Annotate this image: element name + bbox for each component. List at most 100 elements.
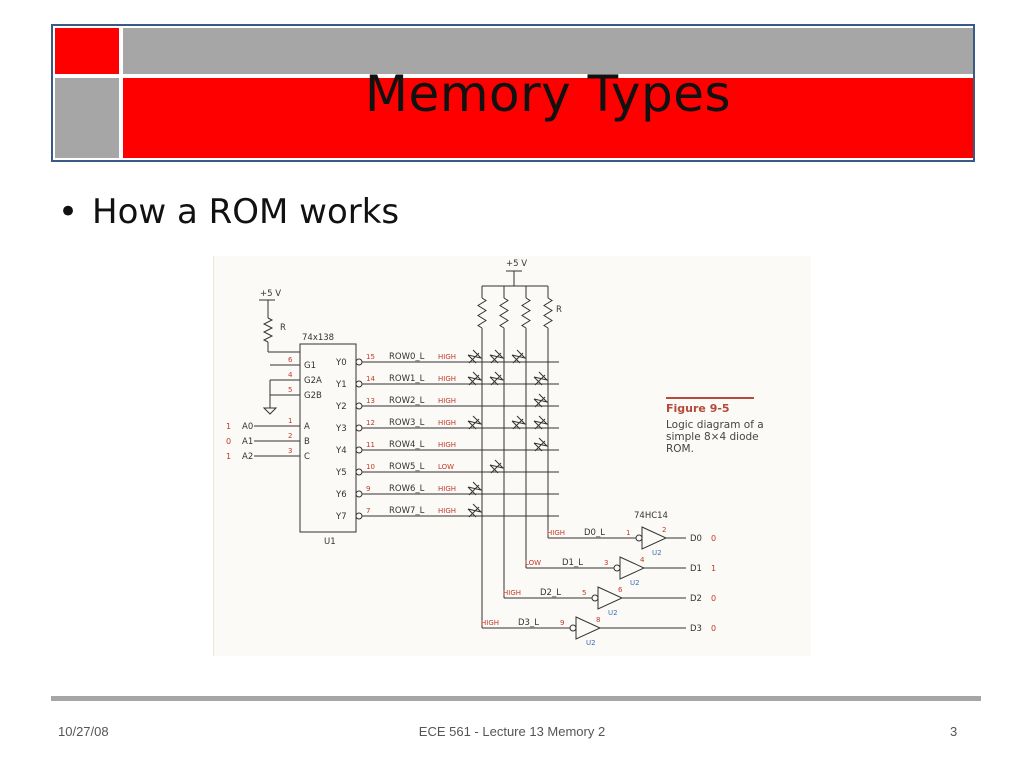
address-pin-number: 3	[288, 447, 292, 455]
buffer-out-pin: 8	[596, 616, 600, 624]
diode-icon	[467, 371, 483, 386]
row-signal-label: ROW5_L	[389, 462, 425, 472]
decoder-output-name: Y4	[335, 446, 347, 456]
buffer-bubble-icon	[635, 534, 643, 542]
row-signal-label: ROW4_L	[389, 440, 425, 450]
buffer-bubble-icon	[569, 624, 577, 632]
buffer-level-label: HIGH	[503, 589, 521, 597]
column-resistor-icon	[477, 297, 487, 329]
address-input-value: 1	[226, 422, 231, 431]
matrix-vcc-label: +5 V	[506, 259, 527, 269]
buffer-signal-label: D2_L	[540, 588, 561, 598]
row-level-label: HIGH	[438, 397, 456, 405]
row-signal-label: ROW3_L	[389, 418, 425, 428]
column-resistor-icon	[543, 297, 553, 329]
data-output-label: D1	[690, 564, 702, 574]
row-level-label: LOW	[438, 463, 454, 471]
output-bubble-icon	[355, 446, 363, 454]
footer-rule	[51, 696, 981, 701]
decoder-output-name: Y2	[335, 402, 347, 412]
output-bubble-icon	[355, 424, 363, 432]
diode-icon	[533, 415, 549, 430]
data-output-label: D3	[690, 624, 702, 634]
footer-date: 10/27/08	[58, 724, 109, 739]
decoder-output-name: Y0	[335, 358, 347, 368]
address-input-signal: A1	[242, 437, 253, 447]
row-signal-label: ROW6_L	[389, 484, 425, 494]
buffer-signal-label: D3_L	[518, 618, 539, 628]
bullet-item: • How a ROM works	[58, 190, 399, 234]
output-bubble-icon	[355, 512, 363, 520]
banner-title-band	[123, 78, 973, 158]
enable-pin-name: G1	[304, 361, 316, 371]
footer-course: ECE 561 - Lecture 13 Memory 2	[418, 724, 606, 739]
inverter-part-label: 74HC14	[634, 511, 668, 521]
decoder-resistor-label: R	[280, 323, 286, 333]
row-pin-number: 14	[366, 375, 375, 383]
decoder-resistor-icon	[262, 317, 274, 343]
bullet-text: How a ROM works	[92, 192, 400, 232]
decoder-ref-label: U1	[324, 537, 336, 547]
buffer-out-pin: 2	[662, 526, 666, 534]
output-bubble-icon	[355, 490, 363, 498]
data-output-label: D2	[690, 594, 702, 604]
enable-pin-number: 4	[288, 371, 293, 379]
slide-title: Memory Types	[364, 65, 732, 123]
row-pin-number: 13	[366, 397, 375, 405]
buffer-signal-label: D0_L	[584, 528, 605, 538]
ground-icon	[262, 407, 278, 415]
diode-icon	[467, 349, 483, 364]
diode-icon	[489, 371, 505, 386]
column-resistor-icon	[521, 297, 531, 329]
buffer-in-pin: 5	[582, 589, 586, 597]
figure-caption-title: Figure 9-5	[666, 402, 730, 415]
buffer-ref-label: U2	[608, 609, 618, 617]
row-pin-number: 7	[366, 507, 370, 515]
diode-icon	[533, 371, 549, 386]
decoder-output-name: Y5	[335, 468, 347, 478]
row-signal-label: ROW0_L	[389, 352, 425, 362]
decoder-part-label: 74x138	[302, 333, 334, 343]
buffer-in-pin: 1	[626, 529, 630, 537]
buffer-level-label: HIGH	[547, 529, 565, 537]
buffer-level-label: LOW	[525, 559, 541, 567]
enable-pin-name: G2B	[304, 391, 322, 401]
buffer-level-label: HIGH	[481, 619, 499, 627]
bullet-dot-icon: •	[58, 192, 79, 232]
row-level-label: HIGH	[438, 485, 456, 493]
row-level-label: HIGH	[438, 375, 456, 383]
diode-icon	[533, 437, 549, 452]
diode-icon	[511, 349, 527, 364]
buffer-out-pin: 4	[640, 556, 645, 564]
data-output-value: 0	[711, 534, 716, 543]
banner-corner-red	[55, 28, 119, 74]
row-signal-label: ROW1_L	[389, 374, 425, 384]
row-pin-number: 15	[366, 353, 375, 361]
data-output-value: 0	[711, 594, 716, 603]
buffer-ref-label: U2	[630, 579, 640, 587]
row-pin-number: 10	[366, 463, 375, 471]
diode-icon	[467, 503, 483, 518]
address-pin-name: B	[304, 437, 310, 447]
buffer-signal-label: D1_L	[562, 558, 583, 568]
row-pin-number: 11	[366, 441, 375, 449]
output-bubble-icon	[355, 402, 363, 410]
output-bubble-icon	[355, 468, 363, 476]
data-output-value: 0	[711, 624, 716, 633]
output-bubble-icon	[355, 358, 363, 366]
row-level-label: HIGH	[438, 441, 456, 449]
output-bubble-icon	[355, 380, 363, 388]
diode-icon	[511, 415, 527, 430]
address-input-value: 1	[226, 452, 231, 461]
decoder-output-name: Y3	[335, 424, 347, 434]
data-output-label: D0	[690, 534, 702, 544]
buffer-ref-label: U2	[586, 639, 596, 647]
row-level-label: HIGH	[438, 507, 456, 515]
diode-icon	[467, 415, 483, 430]
title-banner: Memory Types	[51, 24, 975, 162]
decoder-output-name: Y6	[335, 490, 347, 500]
decoder-vcc-label: +5 V	[260, 289, 281, 299]
decoder-output-name: Y7	[335, 512, 347, 522]
